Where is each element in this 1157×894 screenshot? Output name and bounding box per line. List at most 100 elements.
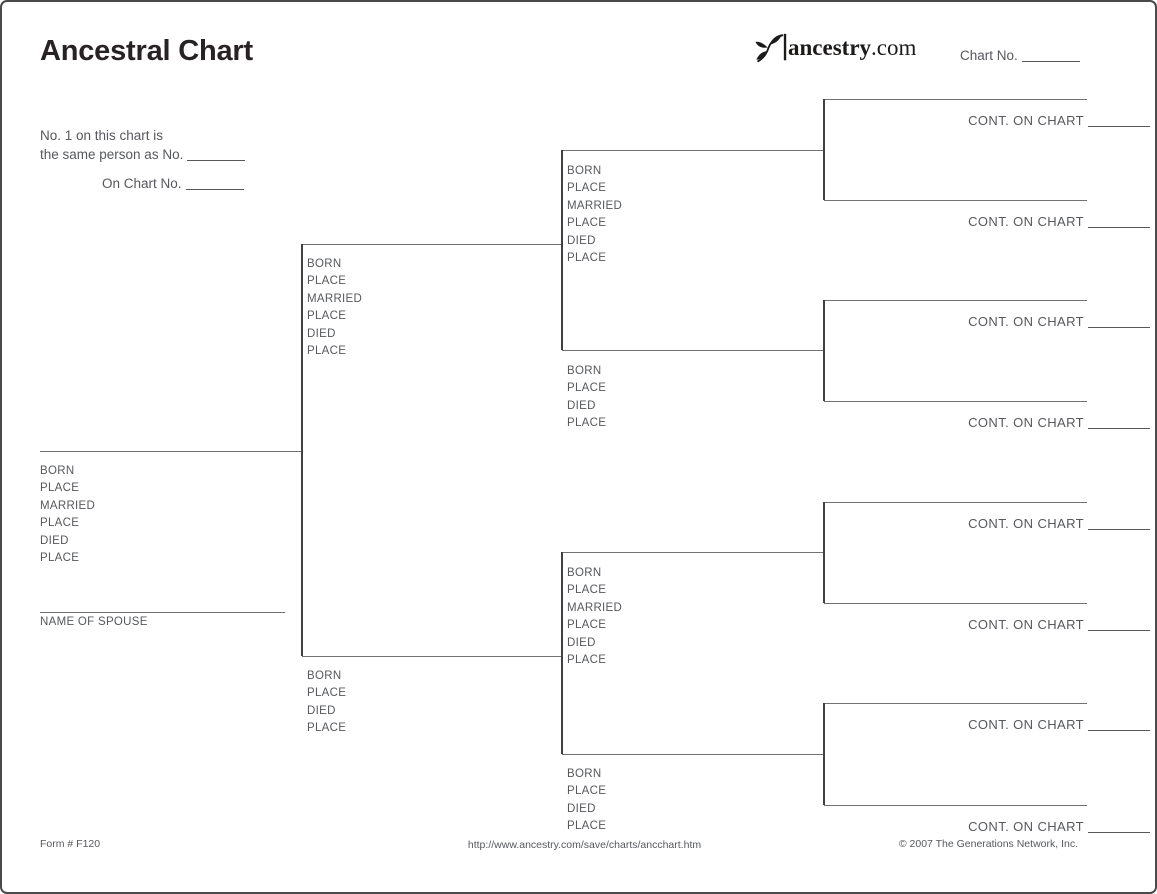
mother-field-labels: BORN PLACE DIED PLACE [307, 668, 346, 738]
gen4-bracket-1 [823, 99, 825, 200]
field-label-place: PLACE [567, 654, 607, 667]
gen4-bracket-3 [823, 502, 825, 603]
cont-chart-blank-line [1088, 315, 1150, 328]
maternal-grandfather-field-labels: BORN PLACE MARRIED PLACE DIED PLACE [567, 565, 622, 669]
cont-on-chart-label: CONT. ON CHART [968, 717, 1084, 732]
field-label-died: DIED [307, 704, 336, 717]
field-label-place: PLACE [307, 687, 347, 700]
field-label-born: BORN [567, 165, 602, 177]
cont-chart-blank-line [1088, 114, 1150, 127]
father-field-labels: BORN PLACE MARRIED PLACE DIED PLACE [307, 256, 362, 360]
gen2-bracket [301, 244, 303, 656]
field-label-place: PLACE [567, 820, 607, 833]
cont-chart-blank-line [1088, 517, 1150, 530]
gen3-bracket-paternal [561, 150, 563, 350]
cont-on-chart-8: CONT. ON CHART [824, 818, 1150, 834]
maternal-grandmother-field-labels: BORN PLACE DIED PLACE [567, 766, 606, 836]
field-label-place: PLACE [307, 275, 347, 288]
cont-on-chart-label: CONT. ON CHART [968, 516, 1084, 531]
chart-no-label: Chart No. [960, 48, 1018, 63]
reference-note: No. 1 on this chart is the same person a… [40, 127, 246, 194]
field-label-married: MARRIED [567, 601, 623, 614]
great-grandparent-6-name-line [824, 603, 1087, 604]
field-label-died: DIED [567, 234, 596, 247]
field-label-place: PLACE [307, 345, 347, 358]
field-label-place: PLACE [567, 619, 607, 632]
chart-no-field: Chart No. [960, 47, 1080, 63]
reference-line-2: the same person as No. [40, 146, 246, 165]
gen3-bracket-maternal [561, 552, 563, 754]
field-label-place: PLACE [307, 722, 347, 735]
brand-name: ancestry [788, 35, 872, 60]
cont-chart-blank-line [1088, 618, 1150, 631]
field-label-born: BORN [567, 567, 602, 579]
father-name-line [302, 244, 562, 245]
maternal-grandfather-name-line [562, 552, 824, 553]
gen4-bracket-4 [823, 703, 825, 805]
person1-name-line [40, 451, 302, 452]
cont-on-chart-4: CONT. ON CHART [824, 414, 1150, 430]
cont-chart-blank-line [1088, 416, 1150, 429]
great-grandparent-8-name-line [824, 805, 1087, 806]
cont-on-chart-7: CONT. ON CHART [824, 716, 1150, 732]
field-label-place: PLACE [567, 217, 607, 230]
cont-on-chart-5: CONT. ON CHART [824, 515, 1150, 531]
cont-on-chart-label: CONT. ON CHART [968, 314, 1084, 329]
great-grandparent-2-name-line [824, 200, 1087, 201]
same-person-blank-line [187, 148, 246, 161]
field-label-born: BORN [40, 465, 75, 477]
field-label-born: BORN [307, 670, 342, 682]
field-label-married: MARRIED [40, 499, 96, 512]
field-label-place: PLACE [307, 310, 347, 323]
great-grandparent-7-name-line [824, 703, 1087, 704]
field-label-place: PLACE [567, 785, 607, 798]
field-label-place: PLACE [567, 417, 607, 430]
brand-tld: .com [871, 35, 917, 60]
person1-field-labels: BORN PLACE MARRIED PLACE DIED PLACE [40, 463, 95, 567]
form-number: Form # F120 [40, 838, 101, 850]
ancestry-logo: ancestry.com [754, 30, 916, 66]
field-label-place: PLACE [567, 252, 607, 265]
reference-line-2-text: the same person as No. [40, 146, 184, 162]
cont-on-chart-6: CONT. ON CHART [824, 616, 1150, 632]
gen4-bracket-2 [823, 300, 825, 401]
cont-chart-blank-line [1088, 718, 1150, 731]
great-grandparent-1-name-line [824, 99, 1087, 100]
mother-name-line [302, 656, 562, 657]
field-label-born: BORN [567, 768, 602, 780]
reference-line-3-text: On Chart No. [102, 176, 182, 191]
reference-line-1: No. 1 on this chart is [40, 128, 164, 143]
chart-no-blank-line [1021, 49, 1080, 62]
reference-line-3: On Chart No. [40, 175, 245, 194]
field-label-place: PLACE [567, 584, 607, 597]
leaf-sprig-icon [755, 33, 787, 63]
great-grandparent-4-name-line [824, 401, 1087, 402]
field-label-died: DIED [567, 399, 596, 412]
cont-on-chart-1: CONT. ON CHART [824, 112, 1150, 128]
spouse-name-line [40, 612, 285, 613]
page-title: Ancestral Chart [40, 35, 253, 67]
great-grandparent-3-name-line [824, 300, 1087, 301]
field-label-married: MARRIED [307, 292, 363, 305]
cont-chart-blank-line [1088, 215, 1150, 228]
cont-on-chart-2: CONT. ON CHART [824, 213, 1150, 229]
maternal-grandmother-name-line [562, 754, 824, 755]
field-label-died: DIED [307, 327, 336, 340]
paternal-grandmother-field-labels: BORN PLACE DIED PLACE [567, 363, 606, 433]
field-label-died: DIED [567, 802, 596, 815]
field-label-place: PLACE [567, 182, 607, 195]
copyright-notice: © 2007 The Generations Network, Inc. [898, 838, 1078, 850]
field-label-died: DIED [567, 636, 596, 649]
paternal-grandfather-name-line [562, 150, 824, 151]
cont-on-chart-label: CONT. ON CHART [968, 617, 1084, 632]
cont-on-chart-label: CONT. ON CHART [968, 113, 1084, 128]
paternal-grandmother-name-line [562, 350, 824, 351]
field-label-place: PLACE [40, 482, 80, 495]
field-label-born: BORN [567, 365, 602, 377]
brand-wordmark: ancestry.com [788, 30, 916, 66]
cont-on-chart-3: CONT. ON CHART [824, 313, 1150, 329]
field-label-died: DIED [40, 534, 69, 547]
great-grandparent-5-name-line [824, 502, 1087, 503]
cont-chart-blank-line [1088, 820, 1150, 833]
